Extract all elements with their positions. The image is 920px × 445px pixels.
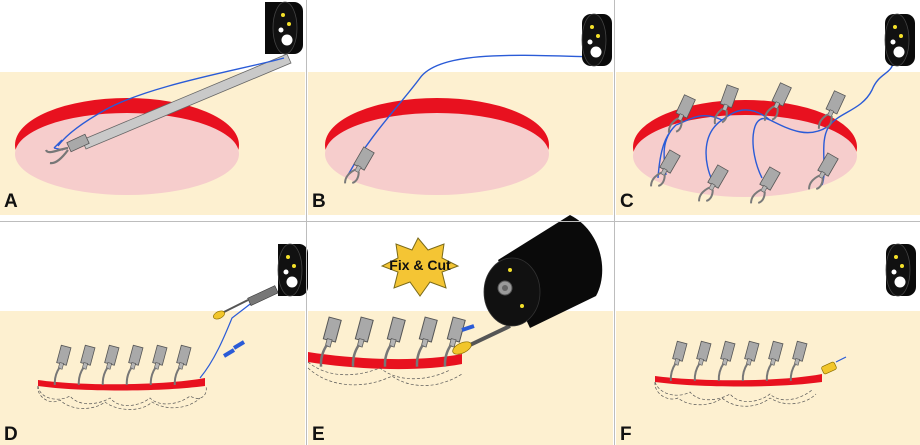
mucosal-defect [325,98,549,195]
closed-defect [37,378,207,410]
fix-and-cut-label: Fix & Cut [389,257,451,273]
pull-arrows [461,324,475,332]
pull-arrows [222,340,246,358]
clip-applicator-shaft [81,53,292,150]
panel-e: Fix & Cut E [307,215,613,445]
panel-b: B [308,13,613,215]
suture-thread [57,57,285,147]
panel-a: A [0,1,305,215]
suture-thread [199,297,259,379]
endoscope-icon [884,13,916,67]
mucosal-defect [15,98,239,195]
panel-letter-b: B [312,191,326,212]
endoscope-icon [581,13,613,67]
panel-letter-d: D [4,424,18,445]
endoscope-icon [277,243,309,297]
suture-thread [347,54,595,176]
closed-defect [654,374,822,407]
panel-letter-a: A [4,191,18,212]
endoscope-icon [483,215,603,328]
panel-c: C [616,13,920,215]
endoscope-icon [265,1,304,55]
panel-letter-f: F [620,424,632,445]
panel-letter-e: E [312,424,325,445]
mucosal-defect [633,100,857,197]
panel-f: F [616,243,920,445]
tissue-background [0,311,305,445]
clip-icon [44,133,90,165]
starburst-callout: Fix & Cut [380,237,460,297]
panel-d: D [0,243,309,445]
knot-pusher-icon [213,285,279,320]
fixed-knot-icon [821,356,847,375]
suture-thread [657,56,894,186]
panel-letter-c: C [620,191,634,212]
knot-pusher-icon [452,324,511,355]
endoscope-icon [885,243,917,297]
